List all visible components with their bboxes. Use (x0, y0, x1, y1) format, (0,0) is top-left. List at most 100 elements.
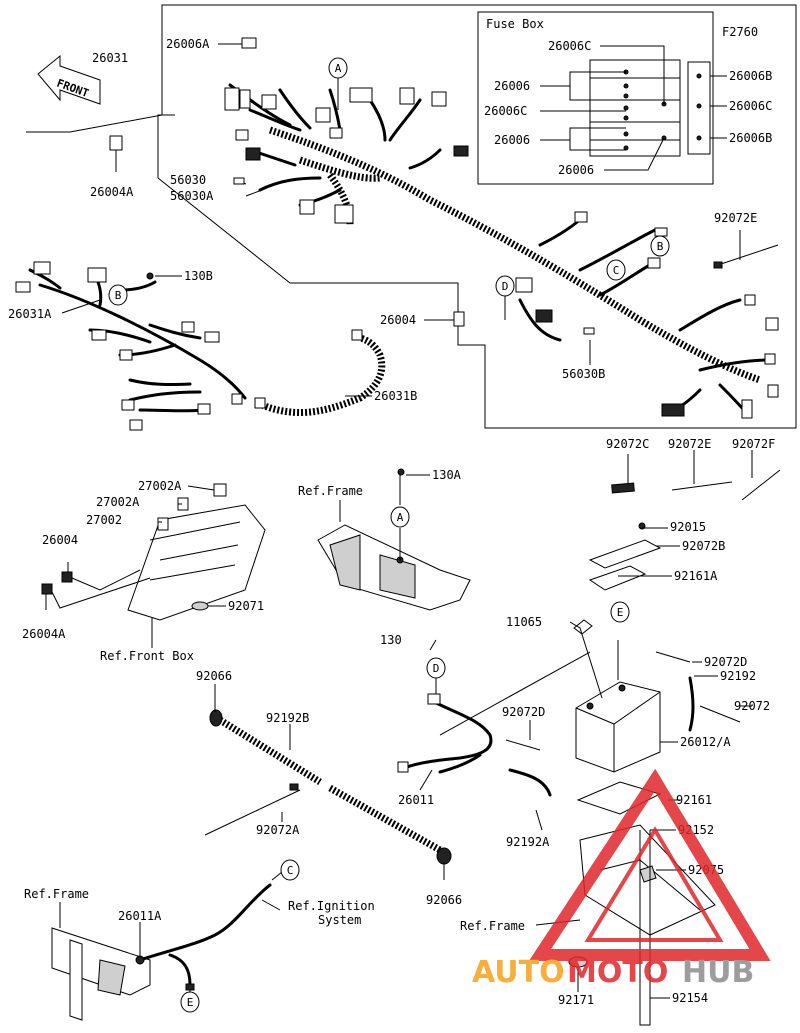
label-92072C: 92072C (606, 437, 649, 451)
front-box-assembly (41, 483, 266, 621)
label-26011A: 26011A (118, 909, 162, 923)
label-27002: 27002 (86, 513, 122, 527)
fuse-box-inset (477, 11, 714, 185)
marker-D-mid: D (426, 657, 446, 694)
label-92066: 92066 (196, 669, 232, 683)
frame-section (317, 524, 471, 611)
clamp-92072C (611, 482, 635, 494)
clip-56030B (583, 327, 595, 335)
label-ref-frame: Ref.Frame (460, 919, 525, 933)
watermark-text-moto: MOTO (567, 955, 668, 990)
leader-line (710, 75, 727, 139)
label-92161: 92161 (676, 793, 712, 807)
leader-line (569, 621, 603, 699)
label-ref-ignition-system: System (318, 913, 361, 927)
label-92072D: 92072D (502, 705, 545, 719)
label-92072: 92072 (734, 699, 770, 713)
label-26004: 26004 (42, 533, 78, 547)
clip-56030 (233, 177, 245, 185)
leader-line (618, 527, 680, 577)
battery-cable-26011 (397, 693, 493, 774)
watermark-text-hub: HUB (682, 955, 754, 990)
leader-line (45, 577, 151, 610)
tie-92072F (741, 469, 781, 501)
label-130: 130 (380, 633, 402, 647)
label-26006A: 26006A (166, 37, 210, 51)
svg-text:E: E (617, 606, 624, 619)
leader-line (61, 299, 101, 314)
label-92072E: 92072E (714, 211, 757, 225)
label-26006B: 26006B (729, 69, 772, 83)
label-26004A: 26004A (22, 627, 66, 641)
label-92192A: 92192A (506, 835, 550, 849)
marker-B-top: B (650, 235, 670, 257)
leader-line (59, 871, 283, 996)
leader-line (540, 71, 626, 101)
label-56030A: 56030A (170, 189, 214, 203)
label-92171: 92171 (558, 993, 594, 1007)
tie-92072E (717, 244, 779, 266)
label-26006C: 26006C (729, 99, 772, 113)
marker-B-left: B (108, 284, 128, 306)
leader-line (694, 675, 752, 707)
label-26031B: 26031B (374, 389, 417, 403)
leader-line (535, 799, 686, 871)
label-130A: 130A (432, 468, 462, 482)
label-ref-frame: Ref.Frame (24, 887, 89, 901)
label-27002A: 27002A (96, 495, 140, 509)
label-27002A: 27002A (138, 479, 182, 493)
label-26006B: 26006B (729, 131, 772, 145)
label-92161A: 92161A (674, 569, 718, 583)
label-92072B: 92072B (682, 539, 725, 553)
marker-A-frame: A (390, 506, 410, 528)
fuse-box-illustration (589, 59, 711, 157)
svg-text:A: A (397, 511, 404, 524)
label-11065: 11065 (506, 615, 542, 629)
leader-line (158, 485, 215, 523)
tie-92072E (671, 481, 733, 491)
leader-line (26, 114, 163, 133)
label-92015: 92015 (670, 520, 706, 534)
leader-line (604, 137, 665, 171)
label-26006: 26006 (558, 163, 594, 177)
marker-C-bottom: C (280, 859, 300, 881)
label-56030: 56030 (170, 173, 206, 187)
leader-line (67, 562, 141, 591)
marker-A-top: A (328, 57, 348, 110)
label-92066: 92066 (426, 893, 462, 907)
label-ref-ignition: Ref.Ignition (288, 899, 375, 913)
label-26012-A: 26012/A (680, 735, 731, 749)
leader-line (419, 769, 433, 791)
svg-text:C: C (287, 864, 294, 877)
label-26006: 26006 (494, 79, 530, 93)
connector-26004 (453, 311, 465, 327)
label-92071: 92071 (228, 599, 264, 613)
label-26004: 26004 (380, 313, 416, 327)
svg-text:B: B (657, 240, 664, 253)
svg-text:D: D (433, 662, 440, 675)
label-92154: 92154 (672, 991, 708, 1005)
marker-C-top: C (606, 259, 626, 281)
label-92072E: 92072E (668, 437, 711, 451)
harness-26031A (15, 261, 247, 431)
label-ref-frame: Ref.Frame (298, 484, 363, 498)
label-26031: 26031 (92, 51, 128, 65)
label-26031A: 26031A (8, 307, 52, 321)
front-direction-arrow: FRONT (37, 54, 101, 105)
cable-26011A (135, 883, 272, 991)
label-92192: 92192 (720, 669, 756, 683)
label-130B: 130B (184, 269, 213, 283)
leader-line (627, 450, 753, 484)
label-92072F: 92072F (732, 437, 775, 451)
label-56030B: 56030B (562, 367, 605, 381)
label-26006C: 26006C (548, 39, 591, 53)
label-26006: 26006 (494, 133, 530, 147)
leader-line (429, 639, 702, 663)
leader-line (529, 720, 678, 743)
svg-text:C: C (613, 264, 620, 277)
watermark-triangle (528, 768, 771, 961)
leader-line (245, 189, 263, 197)
svg-text:A: A (335, 62, 342, 75)
